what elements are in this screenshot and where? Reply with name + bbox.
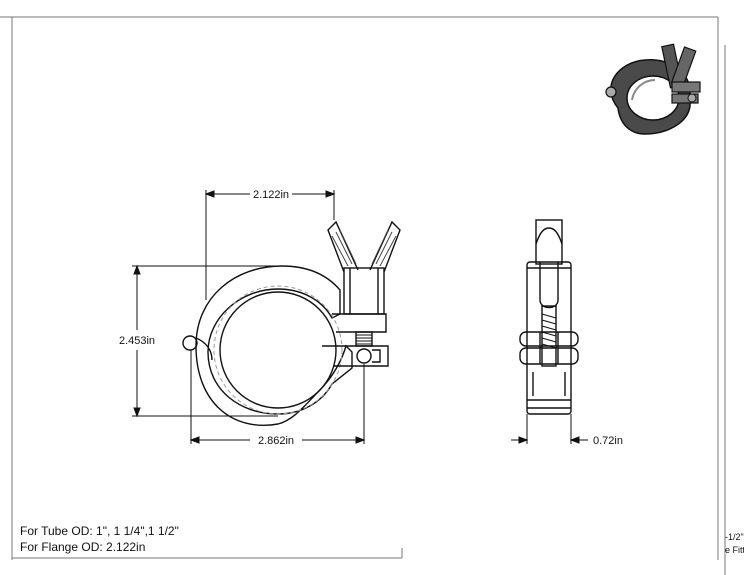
- dim-thickness: 0.72in: [593, 435, 623, 447]
- iso-clamp-preview: [605, 43, 701, 135]
- dim-bottom-width: 2.862in: [258, 435, 294, 447]
- title-block-fragment-2: e Fitt: [725, 545, 744, 555]
- dimension-lines: [132, 190, 588, 444]
- dim-top-width: 2.122in: [253, 189, 289, 201]
- note-tube-od: For Tube OD: 1", 1 1/4",1 1/2": [20, 524, 179, 538]
- note-flange-od: For Flange OD: 2.122in: [20, 540, 146, 554]
- title-block-fragment-1: -1/2": [725, 532, 744, 542]
- clamp-front-view: [182, 220, 401, 426]
- hidden-bore-line: [213, 285, 343, 415]
- sheet-border: [0, 16, 726, 575]
- dim-height: 2.453in: [119, 335, 155, 347]
- clamp-side-view: [519, 219, 579, 415]
